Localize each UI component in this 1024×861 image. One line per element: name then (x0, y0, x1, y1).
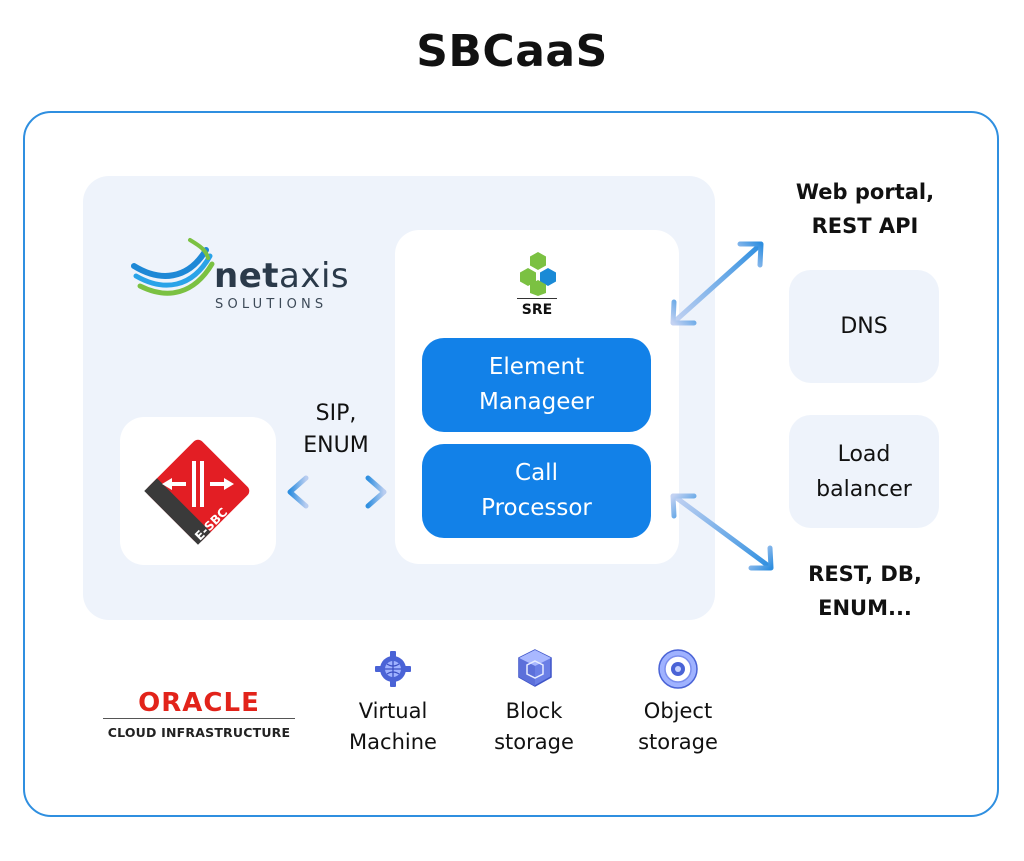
sre-label: SRE (521, 302, 553, 318)
netaxis-swoosh-icon (131, 238, 215, 296)
block-storage-label: Block storage (494, 699, 574, 754)
element-manager-line1: Element (488, 354, 585, 380)
rest-db-double-arrow (670, 493, 774, 571)
rest-db-enum-label: REST, DB, ENUM... (808, 562, 922, 620)
disc-icon (658, 649, 698, 689)
load-balancer-box: Load balancer (789, 415, 939, 528)
cube-icon (518, 649, 552, 687)
sre-hexagon-logo-icon (520, 252, 556, 296)
dns-label: DNS (840, 314, 888, 339)
oracle-divider (103, 718, 295, 719)
web-portal-double-arrow (670, 241, 764, 326)
netaxis-tagline: SOLUTIONS (215, 297, 328, 312)
netaxis-wordmark: netaxis (214, 256, 350, 296)
oracle-subtitle: CLOUD INFRASTRUCTURE (107, 725, 291, 740)
virtual-machine-label: Virtual Machine (349, 699, 437, 754)
call-processor-line1: Call (515, 460, 558, 486)
diagram-title: SBCaaS (416, 26, 608, 77)
sip-double-arrow (287, 475, 387, 509)
element-manager-line2: Manageer (479, 389, 594, 415)
gear-globe-icon (375, 651, 411, 687)
web-portal-label: Web portal, REST API (795, 180, 935, 238)
call-processor-block: Call Processor (422, 444, 651, 538)
dns-box: DNS (789, 270, 939, 383)
outer-frame (23, 111, 999, 817)
load-balancer-line1: Load (837, 441, 891, 467)
call-processor-line2: Processor (481, 495, 592, 521)
sip-enum-label: SIP, ENUM (303, 401, 369, 458)
sre-divider (517, 298, 557, 299)
element-manager-block: Element Manageer (422, 338, 651, 432)
object-storage-label: Object storage (638, 699, 718, 754)
load-balancer-line2: balancer (816, 476, 912, 502)
esbc-badge-icon: E-SBC (144, 439, 250, 545)
oracle-wordmark: ORACLE (138, 688, 260, 718)
